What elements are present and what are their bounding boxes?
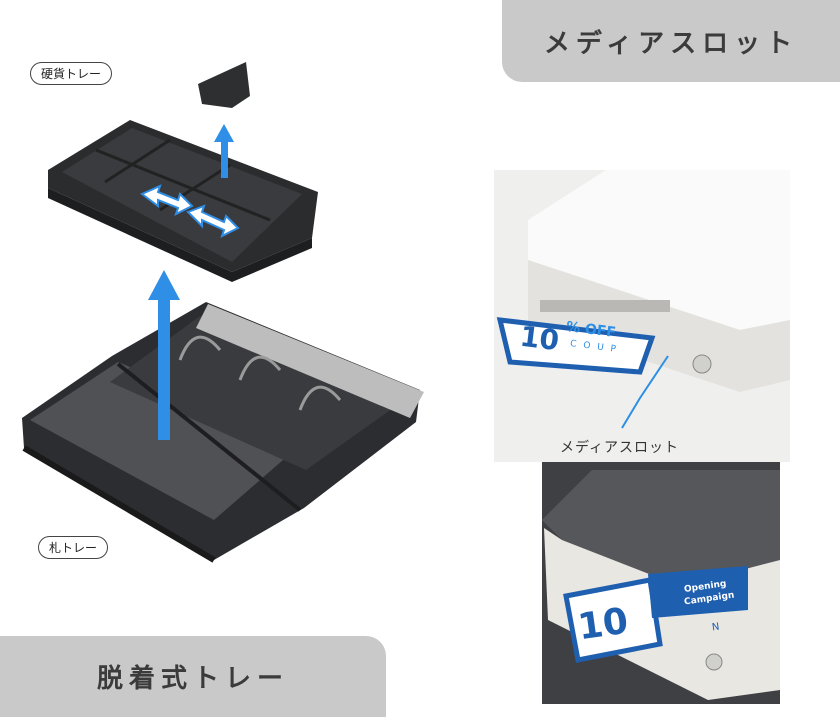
media-slot-caption: メディアスロット	[560, 440, 680, 456]
bill-tray-graphic	[22, 302, 424, 563]
device-bottom-photo	[542, 462, 780, 704]
arrow-double-2	[186, 204, 240, 238]
coin-tray-label: 硬貨トレー	[30, 62, 113, 85]
arrow-double-1	[140, 184, 194, 216]
coupon-top-number: 10	[518, 319, 561, 358]
detachable-tray-tab: 脱着式トレー	[0, 636, 386, 717]
media-slot-tab: メディアスロット	[502, 0, 840, 82]
device-top-photo	[494, 170, 790, 462]
coupon-bottom-word: N	[711, 621, 721, 634]
bill-tray-label: 札トレー	[38, 536, 109, 559]
arrow-up-large	[148, 270, 180, 440]
arrow-up-small	[214, 124, 234, 178]
coupon-bottom-number: 10	[575, 600, 631, 649]
divider-piece-graphic	[198, 62, 250, 108]
